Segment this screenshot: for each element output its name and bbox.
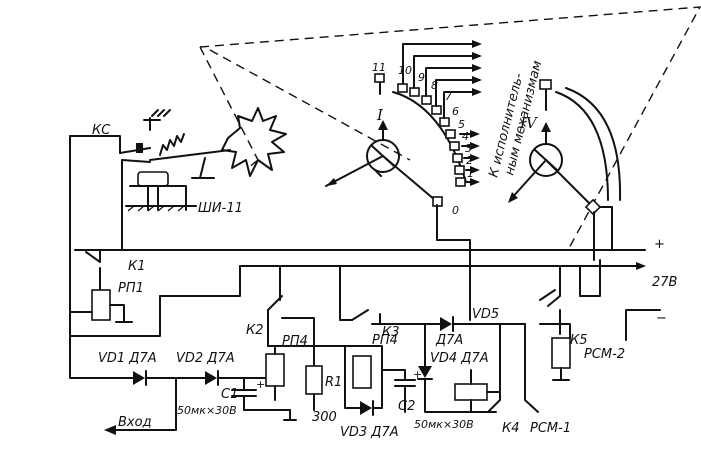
label-c1-value: 50мк×30В [177, 404, 237, 417]
label-pos-6: 6 [452, 105, 459, 118]
label-r1-value: 300 [312, 410, 337, 425]
label-k4: К4 [502, 421, 520, 436]
label-c2-value: 50мк×30В [414, 418, 474, 431]
wiring: + 27В − К1 РП1 VD1 Д7А VD2 Д7А Вход [69, 135, 678, 440]
label-pos-8: 8 [431, 79, 438, 92]
label-plus-c1: + [256, 378, 265, 391]
label-vd4: VD4 Д7А [430, 351, 489, 366]
label-vd5: VD5 [472, 307, 499, 322]
label-rp4-left: РП4 [282, 334, 308, 349]
label-input: Вход [118, 415, 152, 430]
label-plus-c2: + [413, 368, 422, 381]
label-pos-10: 10 [398, 64, 412, 77]
label-rsm1: РСМ-1 [530, 421, 571, 436]
label-rp4-right: РП4 [372, 333, 398, 348]
label-k1: К1 [128, 259, 146, 274]
label-pos-0: 0 [452, 204, 459, 217]
selector-switch-i: I 0 11 10 9 8 7 6 5 4 3 2 1 [325, 40, 545, 321]
label-27v: 27В [652, 275, 678, 290]
label-ks: КС [92, 123, 111, 138]
stepper-shi11: КС ШИ-11 [92, 107, 287, 216]
label-d7a-vd5: Д7А [435, 333, 463, 348]
selector-switch-iv: IV [508, 79, 622, 261]
label-pos-3: 3 [465, 142, 472, 155]
label-pos-2: 2 [466, 154, 473, 167]
label-shi11: ШИ-11 [198, 201, 243, 216]
label-rsm2: РСМ-2 [584, 347, 625, 362]
label-minus: − [656, 311, 667, 326]
label-plus: + [654, 237, 665, 252]
label-rp1: РП1 [118, 281, 144, 296]
label-k3: К3 [382, 325, 400, 340]
label-pos-9: 9 [418, 71, 425, 84]
label-vd1: VD1 Д7А [98, 351, 157, 366]
label-c1: С1 [221, 387, 238, 402]
label-k5: К5 [570, 333, 588, 348]
label-pos-7: 7 [445, 90, 452, 103]
label-r1: R1 [325, 375, 342, 390]
label-pos-11: 11 [372, 61, 386, 74]
label-switch-i: I [376, 106, 384, 124]
label-vd2: VD2 Д7А [176, 351, 235, 366]
label-c2: С2 [398, 399, 415, 414]
label-k2: К2 [246, 323, 264, 338]
label-switch-iv: IV [519, 114, 539, 132]
label-pos-5: 5 [458, 118, 465, 131]
label-vd3: VD3 Д7А [340, 425, 399, 440]
label-pos-4: 4 [462, 130, 469, 143]
